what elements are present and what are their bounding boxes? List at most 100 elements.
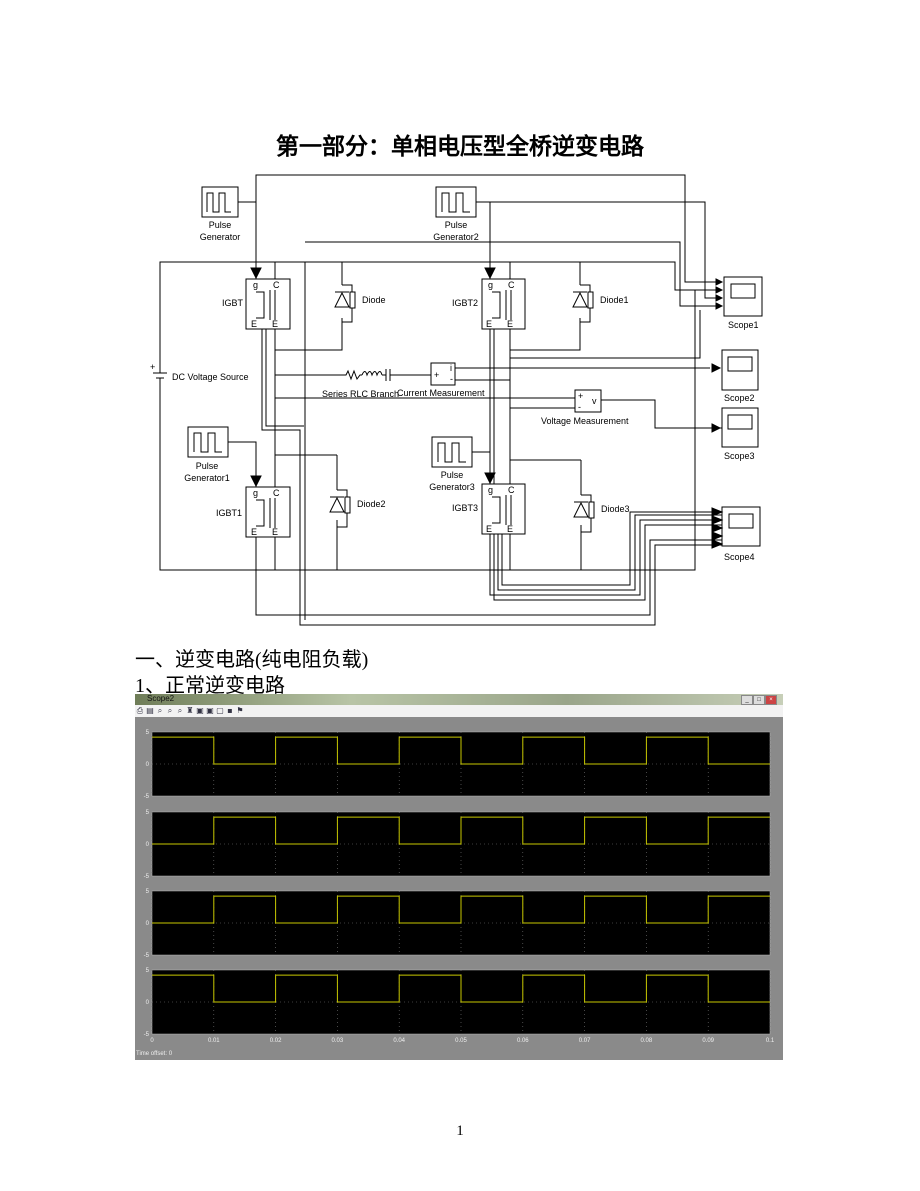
svg-text:Generator3: Generator3 [429,482,475,492]
svg-text:Series RLC Branch: Series RLC Branch [322,389,399,399]
series-line-axis1 [152,736,770,765]
svg-text:Current Measurement: Current Measurement [397,388,485,398]
svg-text:E: E [251,319,257,329]
svg-text:g: g [488,280,493,290]
diode-3[interactable]: Diode3 [573,494,630,533]
svg-text:Diode3: Diode3 [601,504,630,514]
y-tick-label: -5 [144,874,150,880]
scope-title-bar[interactable]: Scope2 _ □ × [135,694,783,705]
parameters-icon[interactable]: ▤ [146,706,154,715]
pulse-generator-3[interactable]: Pulse Generator3 [429,436,475,492]
svg-text:Generator1: Generator1 [184,473,230,483]
floating-scope-icon[interactable]: ▢ [216,706,224,715]
x-tick-label: 0.08 [641,1038,653,1044]
svg-text:IGBT3: IGBT3 [452,503,478,513]
zoom-y-icon[interactable]: ⌕ [177,706,183,715]
maximize-button[interactable]: □ [753,695,765,705]
current-measurement[interactable]: +i- Current Measurement [397,362,485,398]
scope-title: Scope2 [147,694,175,703]
minimize-button[interactable]: _ [741,695,753,705]
page-title: 第一部分：单相电压型全桥逆变电路 [276,134,644,159]
svg-text:+: + [434,370,439,380]
svg-text:g: g [253,488,258,498]
lock-icon[interactable]: ▪ [227,706,233,715]
svg-text:+: + [150,362,155,372]
svg-text:E: E [507,319,513,329]
x-tick-label: 0 [150,1038,154,1044]
svg-text:E: E [272,319,278,329]
svg-text:g: g [253,280,258,290]
svg-text:v: v [592,396,597,406]
igbt-1[interactable]: IGBT1 g C E E [216,475,291,538]
y-tick-label: 0 [146,921,150,927]
x-tick-label: 0.01 [208,1038,220,1044]
scope-4[interactable]: Scope4 [711,506,761,562]
svg-text:i: i [450,363,452,373]
y-tick-label: 0 [146,762,150,768]
x-tick-label: 0.02 [270,1038,282,1044]
restore-axes-icon[interactable]: ▣ [206,706,214,715]
y-tick-label: 5 [146,968,150,974]
diode-2[interactable]: Diode2 [329,489,386,528]
svg-text:Scope3: Scope3 [724,451,755,461]
svg-text:DC Voltage Source: DC Voltage Source [172,372,249,382]
svg-text:Generator: Generator [200,232,241,242]
svg-text:Generator2: Generator2 [433,232,479,242]
scope-1[interactable]: Scope1 [715,276,763,330]
svg-text:C: C [273,280,280,290]
close-button[interactable]: × [765,695,777,705]
pulse-generator[interactable]: Pulse Generator [200,186,241,242]
y-tick-label: 5 [146,889,150,895]
svg-text:Pulse: Pulse [209,220,232,230]
zoom-icon[interactable]: ⌕ [157,706,163,715]
svg-text:+: + [578,391,583,401]
svg-text:E: E [486,319,492,329]
x-tick-label: 0.04 [393,1038,405,1044]
pulse-generator-2[interactable]: Pulse Generator2 [433,186,479,242]
dc-voltage-source[interactable]: + DC Voltage Source [150,360,249,398]
subsection-heading: 1、正常逆变电路 [135,675,285,697]
zoom-x-icon[interactable]: ⌕ [167,706,173,715]
scope-3[interactable]: Scope3 [711,407,759,461]
y-tick-label: 0 [146,842,150,848]
y-tick-label: -5 [144,794,150,800]
x-tick-label: 0.1 [766,1038,775,1044]
svg-text:E: E [272,527,278,537]
y-tick-label: 0 [146,1000,150,1006]
series-rlc-branch[interactable]: Series RLC Branch [322,369,400,399]
y-tick-label: 5 [146,810,150,816]
print-icon[interactable]: ⎙ [136,706,144,715]
voltage-measurement[interactable]: +-v Voltage Measurement [541,389,629,426]
igbt[interactable]: IGBT g C E E [222,267,291,330]
svg-text:Scope1: Scope1 [728,320,759,330]
series-line-axis3 [152,895,770,924]
svg-text:IGBT: IGBT [222,298,244,308]
scope-2[interactable]: Scope2 [711,349,759,403]
diode[interactable]: Diode [334,284,386,323]
save-axes-icon[interactable]: ▣ [196,706,204,715]
svg-text:IGBT1: IGBT1 [216,508,242,518]
svg-text:Pulse: Pulse [196,461,219,471]
x-tick-label: 0.05 [455,1038,467,1044]
svg-text:Diode1: Diode1 [600,295,629,305]
svg-text:C: C [273,488,280,498]
signal-selection-icon[interactable]: ⚑ [236,706,244,715]
svg-text:Pulse: Pulse [441,470,464,480]
pulse-generator-1[interactable]: Pulse Generator1 [184,426,230,483]
diode-1[interactable]: Diode1 [572,284,629,323]
time-offset: Time offset: 0 [136,1051,173,1057]
series-line-axis4 [152,974,770,1003]
svg-text:Pulse: Pulse [445,220,468,230]
svg-text:E: E [251,527,257,537]
svg-text:Diode: Diode [362,295,386,305]
page-number: 1 [456,1123,464,1139]
series-line-axis2 [152,816,770,845]
svg-text:Scope2: Scope2 [724,393,755,403]
autoscale-icon[interactable]: ♜ [186,706,194,715]
simulink-diagram: Pulse Generator Pulse Generator2 Pulse G… [150,174,763,626]
y-tick-label: 5 [146,730,150,736]
